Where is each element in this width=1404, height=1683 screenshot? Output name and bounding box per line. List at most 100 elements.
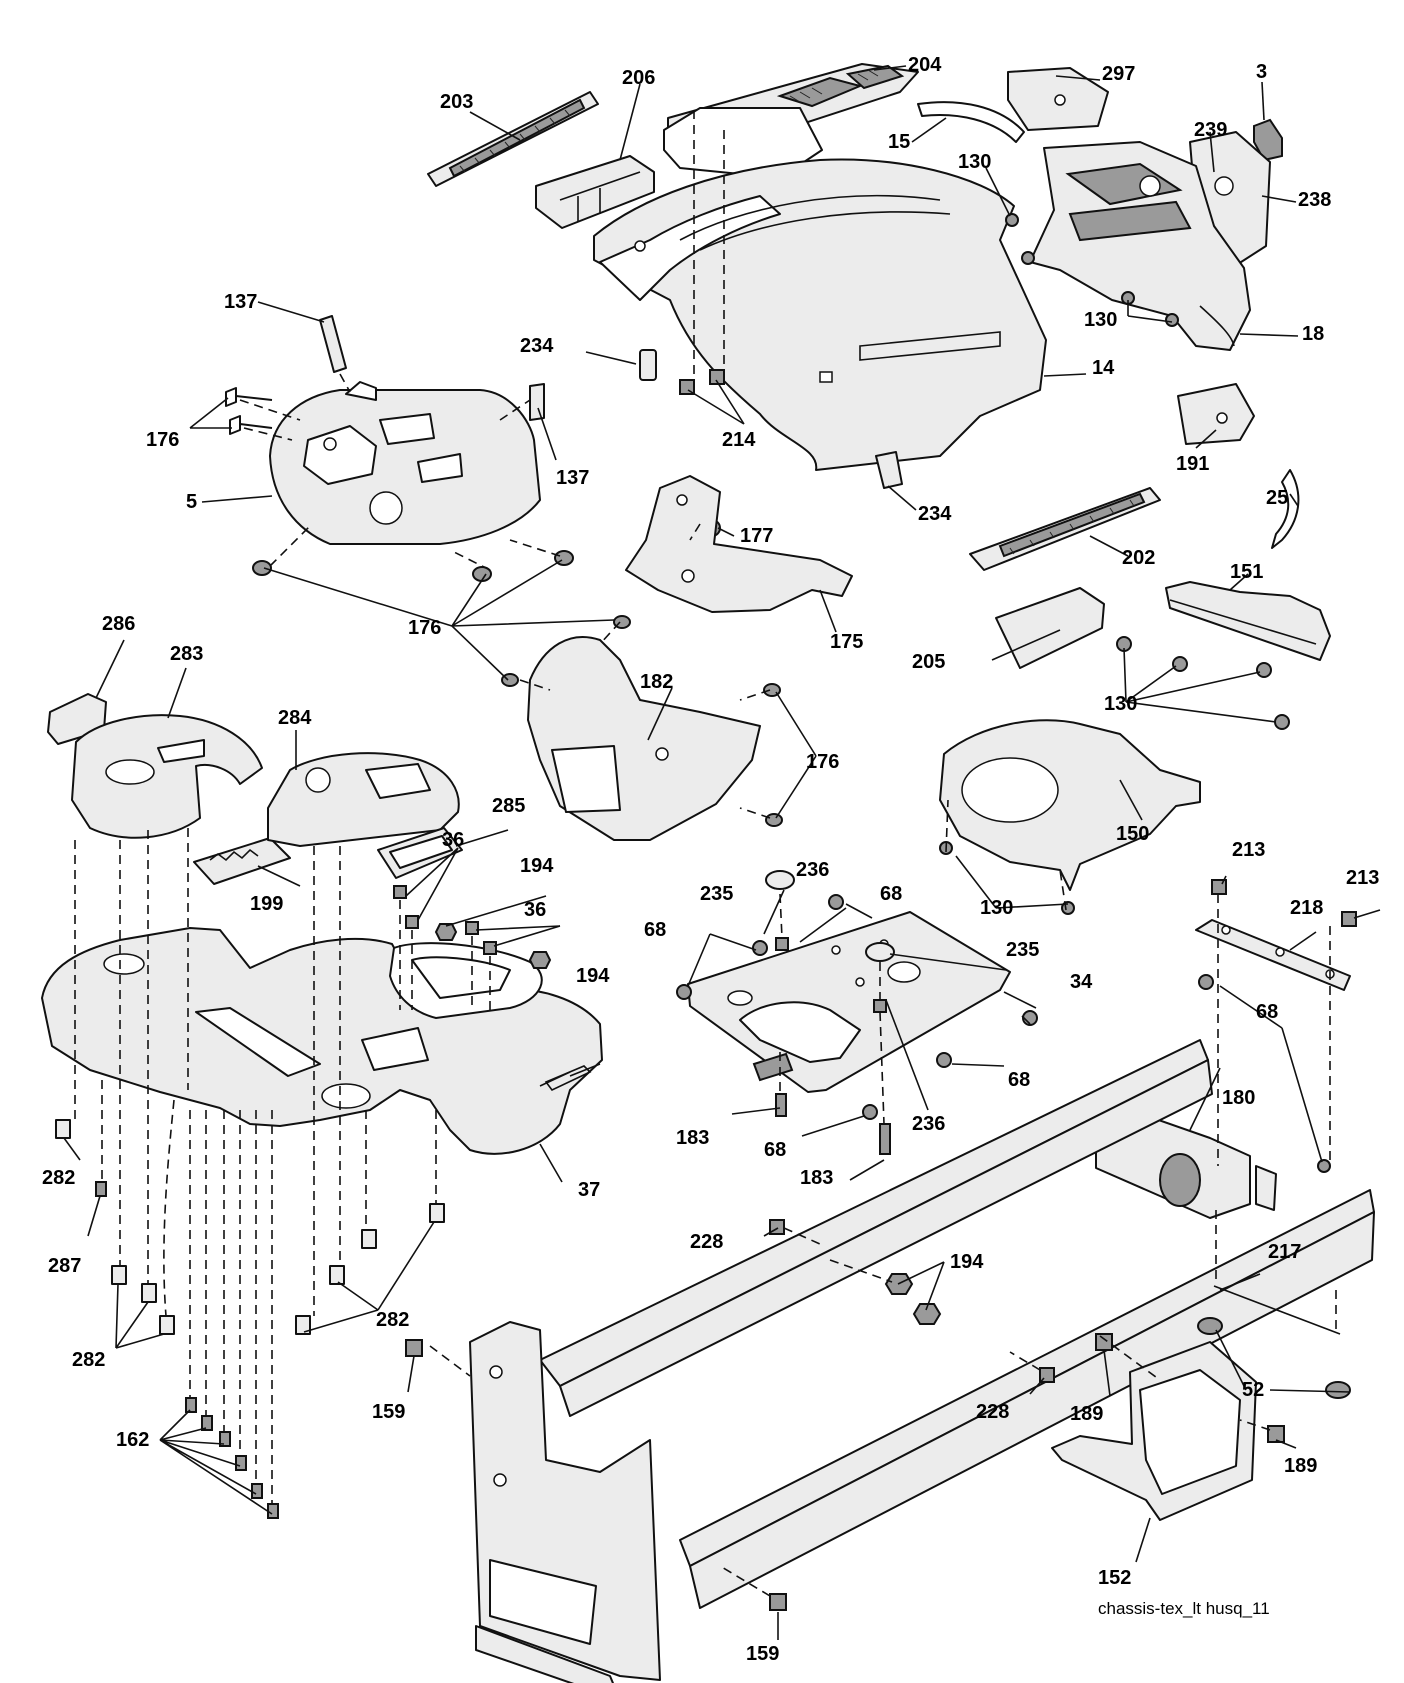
callout-282-lower-left: 282	[72, 1349, 105, 1371]
callout-176-right: 176	[806, 751, 839, 773]
part-frame-front-plate	[469, 1321, 661, 1683]
callout-234-lower: 234	[918, 503, 952, 525]
callout-194-right: 194	[576, 965, 610, 987]
callout-176-center: 176	[408, 617, 441, 639]
callout-151: 151	[1230, 561, 1263, 583]
callout-283: 283	[170, 643, 203, 665]
callout-199: 199	[250, 893, 283, 915]
part-234-clip-upper	[639, 349, 657, 381]
part-152-guard	[1051, 1341, 1257, 1521]
callout-137-top: 137	[224, 291, 257, 313]
callout-282-left: 282	[42, 1167, 75, 1189]
callout-14: 14	[1092, 357, 1115, 379]
callout-150: 150	[1116, 823, 1149, 845]
part-3-badge	[1253, 118, 1283, 162]
callout-130-shroud: 130	[980, 897, 1013, 919]
callout-194-upper: 194	[520, 855, 554, 877]
callout-162: 162	[116, 1429, 149, 1451]
callout-130-bracket: 130	[1104, 693, 1137, 715]
callout-287: 287	[48, 1255, 81, 1277]
part-180-axle-support	[1095, 1109, 1277, 1219]
part-206-duct	[535, 155, 655, 229]
part-34-mounting-plate	[687, 911, 1011, 1093]
callout-213-left: 213	[1232, 839, 1265, 861]
part-15-trim-strip	[917, 101, 1025, 143]
callout-36-lower: 36	[524, 899, 546, 921]
callout-37: 37	[578, 1179, 600, 1201]
part-162-screws	[185, 1397, 279, 1519]
part-36-bolts	[393, 885, 497, 955]
callout-228-right: 228	[976, 1401, 1009, 1423]
part-37-fender-deck	[41, 927, 603, 1155]
callout-202: 202	[1122, 547, 1155, 569]
callout-176-dash: 176	[146, 429, 179, 451]
part-137-pin-right	[529, 383, 545, 421]
parts-layer	[41, 63, 1375, 1683]
leader-lines	[63, 65, 1381, 1640]
part-189-bolt-b	[1267, 1425, 1285, 1443]
callout-18: 18	[1302, 323, 1324, 345]
part-151-bracket	[1165, 581, 1331, 661]
callout-177: 177	[740, 525, 773, 547]
callout-234-top: 234	[520, 335, 554, 357]
callout-68-frame: 68	[1256, 1001, 1278, 1023]
part-284-fender-cover	[267, 752, 460, 847]
callout-68-left: 68	[644, 919, 666, 941]
part-236-bushing-upper	[775, 937, 789, 951]
diagram-caption: chassis-tex_lt husq_11	[1098, 1599, 1270, 1618]
callout-205: 205	[912, 651, 945, 673]
part-287-fastener	[95, 1181, 107, 1197]
callout-34: 34	[1070, 971, 1093, 993]
callout-182: 182	[640, 671, 673, 693]
part-14-hood	[593, 158, 1047, 471]
callout-239: 239	[1194, 119, 1227, 141]
callout-284: 284	[278, 707, 312, 729]
part-202-side-grille	[969, 487, 1161, 571]
part-18-nose-assembly	[1029, 141, 1251, 351]
part-205-duct	[995, 587, 1105, 669]
part-282-clips	[55, 1119, 445, 1335]
part-234-clip-lower	[875, 451, 903, 489]
part-183-bolt-b	[879, 1123, 891, 1155]
part-214-nut-b	[709, 369, 725, 385]
callout-203: 203	[440, 91, 473, 113]
part-150-shroud	[939, 719, 1201, 891]
part-52-nut-b	[1325, 1381, 1351, 1399]
callout-175: 175	[830, 631, 863, 653]
callout-297: 297	[1102, 63, 1135, 85]
callout-228-left: 228	[690, 1231, 723, 1253]
part-194-nut-d	[912, 1303, 942, 1325]
part-189-bolt-a	[1095, 1333, 1113, 1351]
part-191-panel	[1177, 383, 1255, 445]
callout-194-frame: 194	[950, 1251, 984, 1273]
callout-152: 152	[1098, 1567, 1131, 1589]
callout-159-bottom: 159	[746, 1643, 779, 1665]
callout-189-left: 189	[1070, 1403, 1103, 1425]
callout-217: 217	[1268, 1241, 1301, 1263]
part-159-bolt-b	[769, 1593, 787, 1611]
part-217-rod	[1213, 1285, 1341, 1335]
part-213-bolt-a	[1211, 879, 1227, 895]
callout-213-right: 213	[1346, 867, 1379, 889]
part-5-dash-panel	[269, 381, 541, 545]
part-183-bolt-a	[775, 1093, 787, 1117]
part-137-pin-upper	[319, 315, 347, 373]
callout-labels: 203 206 204 297 3 15 130 239 238 137 234…	[42, 54, 1379, 1665]
callout-236-lower: 236	[912, 1113, 945, 1135]
callout-183-left: 183	[676, 1127, 709, 1149]
callout-3: 3	[1256, 61, 1267, 83]
callout-15: 15	[888, 131, 910, 153]
part-frame-rails	[539, 1039, 1375, 1609]
callout-218: 218	[1290, 897, 1323, 919]
callout-189-right: 189	[1284, 1455, 1317, 1477]
callout-68-plate-right: 68	[1008, 1069, 1030, 1091]
part-199-plate	[193, 837, 291, 885]
callout-285: 285	[492, 795, 525, 817]
part-159-bolt-a	[405, 1339, 423, 1357]
callout-68-top: 68	[880, 883, 902, 905]
callout-25: 25	[1266, 487, 1288, 509]
callout-236-upper: 236	[796, 859, 829, 881]
callout-52: 52	[1242, 1379, 1264, 1401]
part-213-bolt-b	[1341, 911, 1357, 927]
